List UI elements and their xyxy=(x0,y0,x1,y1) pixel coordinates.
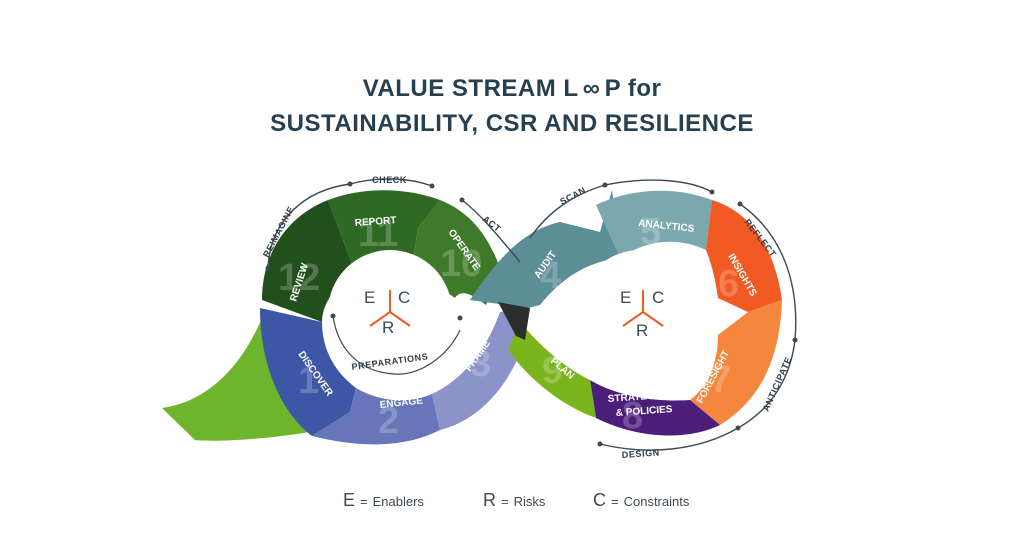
label-check: CHECK xyxy=(372,175,407,185)
guide-arc-scan xyxy=(529,184,606,239)
guide-dot xyxy=(457,315,463,321)
segment-number-5: 5 xyxy=(640,211,661,253)
segment-number-7: 7 xyxy=(710,359,731,401)
segment-label-engage: ENGAGE xyxy=(379,395,424,411)
right-center-r: R xyxy=(636,321,648,340)
segment-7-foresight xyxy=(690,300,782,425)
segment-label-strategies: STRATEGIES xyxy=(607,390,671,405)
segment-number-8: 8 xyxy=(622,395,643,437)
segment-label-policies: & POLICIES xyxy=(615,404,673,419)
label-design: DESIGN xyxy=(621,447,660,460)
guide-arc-preparations xyxy=(332,315,461,375)
guide-dot xyxy=(602,182,608,188)
segment-3-frame xyxy=(432,308,528,430)
left-center-c: C xyxy=(398,288,410,307)
segment-number-4: 4 xyxy=(540,255,561,297)
segment-8-strategies xyxy=(590,380,720,436)
segment-number-9: 9 xyxy=(542,350,563,392)
title-line-1: VALUE STREAM L∞P for xyxy=(0,75,1024,103)
guide-arc-top-right xyxy=(604,179,713,193)
guide-dot xyxy=(265,265,271,271)
legend-desc: Enablers xyxy=(372,494,424,509)
title-suffix: P for xyxy=(604,75,662,102)
legend-risks: R = Risks xyxy=(483,490,545,511)
guide-dot xyxy=(347,181,353,187)
guide-dot xyxy=(792,337,798,343)
segment-number-1: 1 xyxy=(298,360,319,402)
legend-constraints: C = Constraints xyxy=(593,490,689,511)
legend-key: C xyxy=(593,490,606,510)
title-line-2: SUSTAINABILITY, CSR AND RESILIENCE xyxy=(270,110,754,137)
guide-dot xyxy=(737,201,743,207)
label-act: ACT xyxy=(481,214,503,234)
guide-dot xyxy=(459,197,465,203)
segment-2-engage xyxy=(312,388,440,445)
segment-4-audit xyxy=(470,190,620,308)
guide-dot xyxy=(709,189,715,195)
legend-desc: Risks xyxy=(513,494,546,509)
segment-11-report xyxy=(328,190,440,275)
segment-6-insights xyxy=(706,200,782,312)
guide-dot xyxy=(330,313,336,319)
left-center-r: R xyxy=(382,318,394,337)
legend-equals: = xyxy=(360,494,368,509)
left-ecr-icon: E C R xyxy=(364,288,411,337)
infinity-glyph: ∞ xyxy=(582,75,601,102)
legend-key: E xyxy=(343,490,356,510)
segment-number-12: 12 xyxy=(278,257,320,299)
legend-enablers: E = Enablers xyxy=(343,490,424,511)
guide-arc-top-left xyxy=(349,178,433,187)
guide-dot xyxy=(597,441,603,447)
right-center-circle xyxy=(578,250,702,374)
segment-number-10: 10 xyxy=(440,243,482,285)
segment-label-report: REPORT xyxy=(354,215,396,229)
legend-equals: = xyxy=(611,494,619,509)
legend-equals: = xyxy=(501,494,509,509)
legend-key: R xyxy=(483,490,496,510)
segment-9-plan xyxy=(508,322,596,418)
segment-number-6: 6 xyxy=(718,263,739,305)
label-scan: SCAN xyxy=(558,185,587,207)
crossing-strip xyxy=(498,302,530,340)
segment-number-2: 2 xyxy=(378,400,399,442)
segment-5-analytics xyxy=(596,190,712,258)
legend-desc: Constraints xyxy=(623,494,690,509)
guide-dot xyxy=(429,183,435,189)
right-center-e: E xyxy=(620,288,631,307)
right-center-c: C xyxy=(652,288,664,307)
left-center-e: E xyxy=(364,288,375,307)
guide-arc-act xyxy=(461,199,521,263)
guide-arc-bottom-right xyxy=(599,427,739,451)
guide-dot xyxy=(735,425,741,431)
guide-arc-left xyxy=(267,183,351,269)
title-prefix: VALUE STREAM L xyxy=(362,75,579,102)
segment-number-3: 3 xyxy=(470,343,491,385)
right-ecr-icon: E C R xyxy=(620,288,664,340)
segment-1-discover xyxy=(260,308,356,436)
segment-number-11: 11 xyxy=(358,213,398,255)
